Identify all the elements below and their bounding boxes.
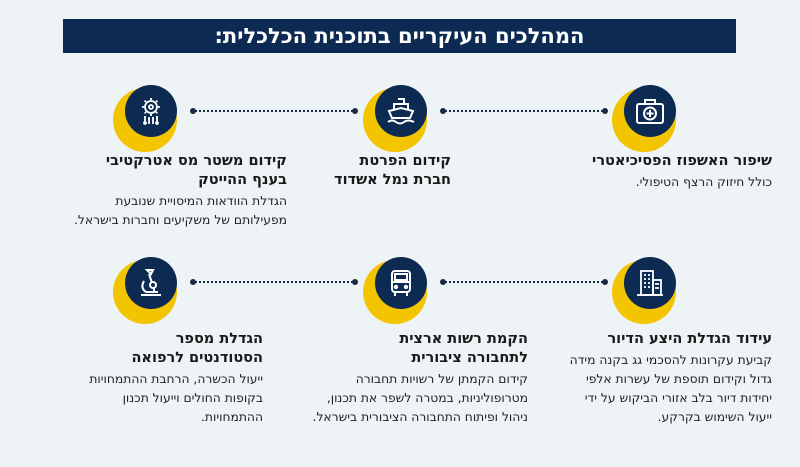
connector-bottom-left [190, 279, 358, 285]
desc-line: קידום הקמתן של רשויות תחבורה [355, 372, 528, 386]
title-line: קידום משטר מס אטרקטיבי [105, 153, 287, 169]
title-line: חברת נמל אשדוד [334, 172, 451, 188]
banner-title: המהלכים העיקריים בתוכנית הכלכלית: [63, 19, 736, 53]
title-line: הגדלת מספר [175, 331, 263, 347]
title-line: שיפור האשפוז הפסיכיאטרי [592, 153, 772, 169]
item-hitech-tax: קידום משטר מס אטרקטיבי בענף ההייטק הגדלת… [27, 152, 287, 230]
connector-top-left [190, 108, 358, 114]
desc-line: יחידות דיור בלב אזורי הביקוש על ידי [584, 391, 772, 405]
medical-kit-icon [612, 85, 676, 152]
desc-line: הגדלת הוודאות המיסויית שנובעת [115, 194, 287, 208]
desc-line: קביעת עקרונות להסכמי גג בקנה מידה [569, 353, 772, 367]
connector-top-right [440, 108, 608, 114]
desc-line: בקופות החולים וייעול תכנון [122, 391, 263, 405]
desc-line: מטרופוליניות, במטרה לשפר את תכנון, [326, 391, 528, 405]
desc-line: ניהול ופיתוח התחבורה הציבורית בישראל. [312, 410, 528, 424]
desc-line: כולל חיזוק הרצף הטיפולי. [635, 175, 772, 189]
bus-icon [363, 257, 427, 324]
desc-line: ייעול השימוש בקרקע. [657, 410, 772, 424]
title-line: קידום הפרטת [359, 153, 451, 169]
chip-gear-icon [113, 85, 177, 152]
desc-line: מפעילותם של משקיעים וחברות בישראל. [73, 213, 287, 227]
buildings-icon [612, 257, 676, 324]
desc-line: ההתמחויות. [201, 410, 263, 424]
microscope-icon [113, 257, 177, 324]
desc-line: ייעול הכשרה, הרחבת ההתמחויות [89, 372, 263, 386]
title-line: הקמת רשות ארצית [399, 331, 528, 347]
title-line: בענף ההייטק [198, 172, 287, 188]
item-ashdod-port: קידום הפרטת חברת נמל אשדוד [291, 152, 451, 190]
title-line: הסטודנטים לרפואה [131, 350, 263, 366]
title-line: עידוד הגדלת היצע הדיור [607, 331, 772, 347]
title-line: לתחבורה ציבורית [411, 350, 528, 366]
item-medical-students: הגדלת מספר הסטודנטים לרפואה ייעול הכשרה,… [33, 330, 263, 427]
item-housing: עידוד הגדלת היצע הדיור קביעת עקרונות להס… [522, 330, 772, 427]
item-public-transport: הקמת רשות ארצית לתחבורה ציבורית קידום הק… [268, 330, 528, 427]
item-psychiatric: שיפור האשפוז הפסיכיאטרי כולל חיזוק הרצף … [552, 152, 772, 192]
connector-bottom-right [440, 279, 608, 285]
ship-icon [363, 85, 427, 152]
desc-line: גדול וקידום תוספת של עשרות אלפי [585, 372, 772, 386]
